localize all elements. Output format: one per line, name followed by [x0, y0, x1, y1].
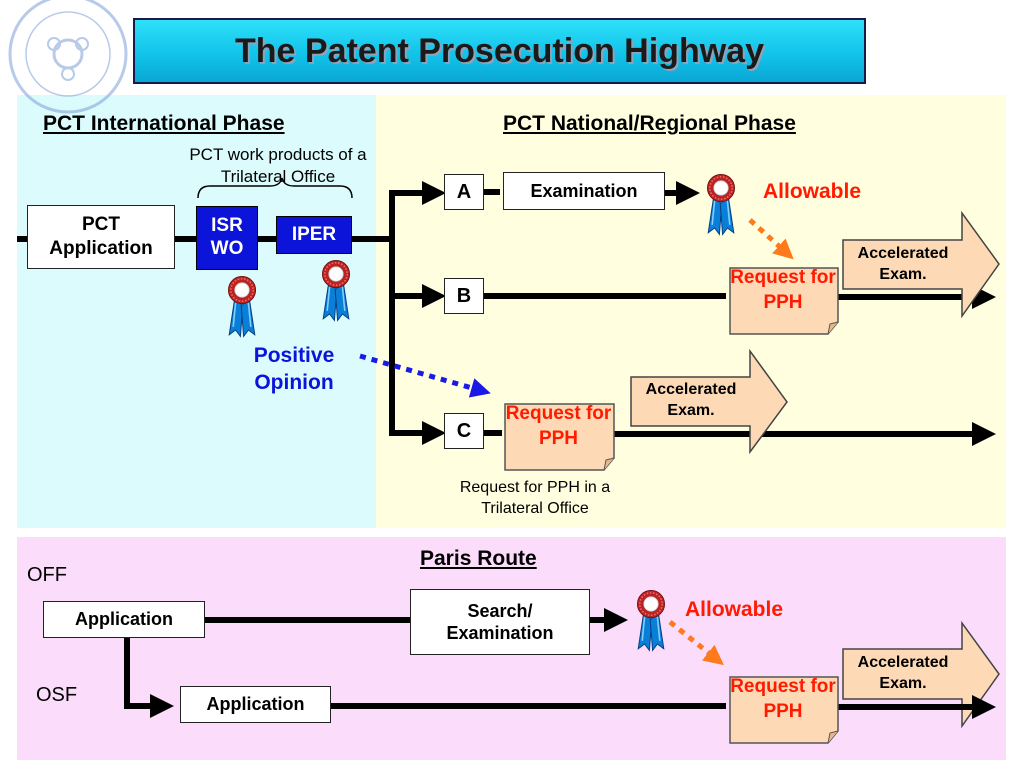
dotted-arrow-icon	[668, 620, 724, 666]
accelerated-exam-b-label: Accelerated Exam.	[857, 245, 949, 283]
page-title: The Patent Prosecution Highway	[133, 18, 866, 84]
search-examination-box: Search/ Examination	[410, 589, 590, 655]
paris-allowable-label: Allowable	[685, 598, 784, 621]
iper-box: IPER	[276, 216, 352, 254]
pct-application-box: PCT Application	[27, 205, 175, 269]
award-ribbon-icon	[636, 589, 666, 652]
award-ribbon-icon	[321, 259, 351, 322]
request-pph-b-label: Request for PPH	[730, 267, 836, 313]
application-osf-box: Application	[180, 686, 331, 723]
seal-icon	[8, 0, 128, 114]
pph-trilateral-note: Request for PPH in a Trilateral Office	[459, 479, 611, 517]
route-b-box: B	[444, 278, 484, 314]
accelerated-exam-paris-label: Accelerated Exam.	[857, 654, 949, 692]
route-a-box: A	[444, 174, 484, 210]
work-products-note: PCT work products of a Trilateral Office	[189, 145, 367, 187]
positive-opinion-label: Positive Opinion	[253, 344, 335, 395]
accelerated-arrow-icon	[842, 210, 1000, 319]
pph-box-shape	[504, 267, 839, 744]
pct-national-header: PCT National/Regional Phase	[503, 112, 796, 135]
isr-wo-box: ISR WO	[196, 206, 258, 270]
award-ribbon-icon	[706, 173, 736, 236]
paris-route-header: Paris Route	[420, 547, 537, 570]
off-label: OFF	[27, 564, 67, 586]
accelerated-arrow-icon	[630, 348, 788, 455]
pct-international-header: PCT International Phase	[43, 112, 285, 135]
osf-label: OSF	[36, 684, 78, 706]
award-ribbon-icon	[227, 275, 257, 338]
request-pph-c-label: Request for PPH	[505, 403, 612, 449]
dotted-arrow-icon	[359, 353, 491, 398]
dotted-arrow-icon	[748, 218, 794, 260]
pct-international-panel	[17, 95, 376, 528]
request-pph-paris-label: Request for PPH	[730, 676, 836, 722]
accelerated-exam-c-label: Accelerated Exam.	[645, 381, 737, 419]
route-c-box: C	[444, 413, 484, 449]
examination-box: Examination	[503, 172, 665, 210]
application-off-box: Application	[43, 601, 205, 638]
allowable-label: Allowable	[763, 180, 862, 203]
